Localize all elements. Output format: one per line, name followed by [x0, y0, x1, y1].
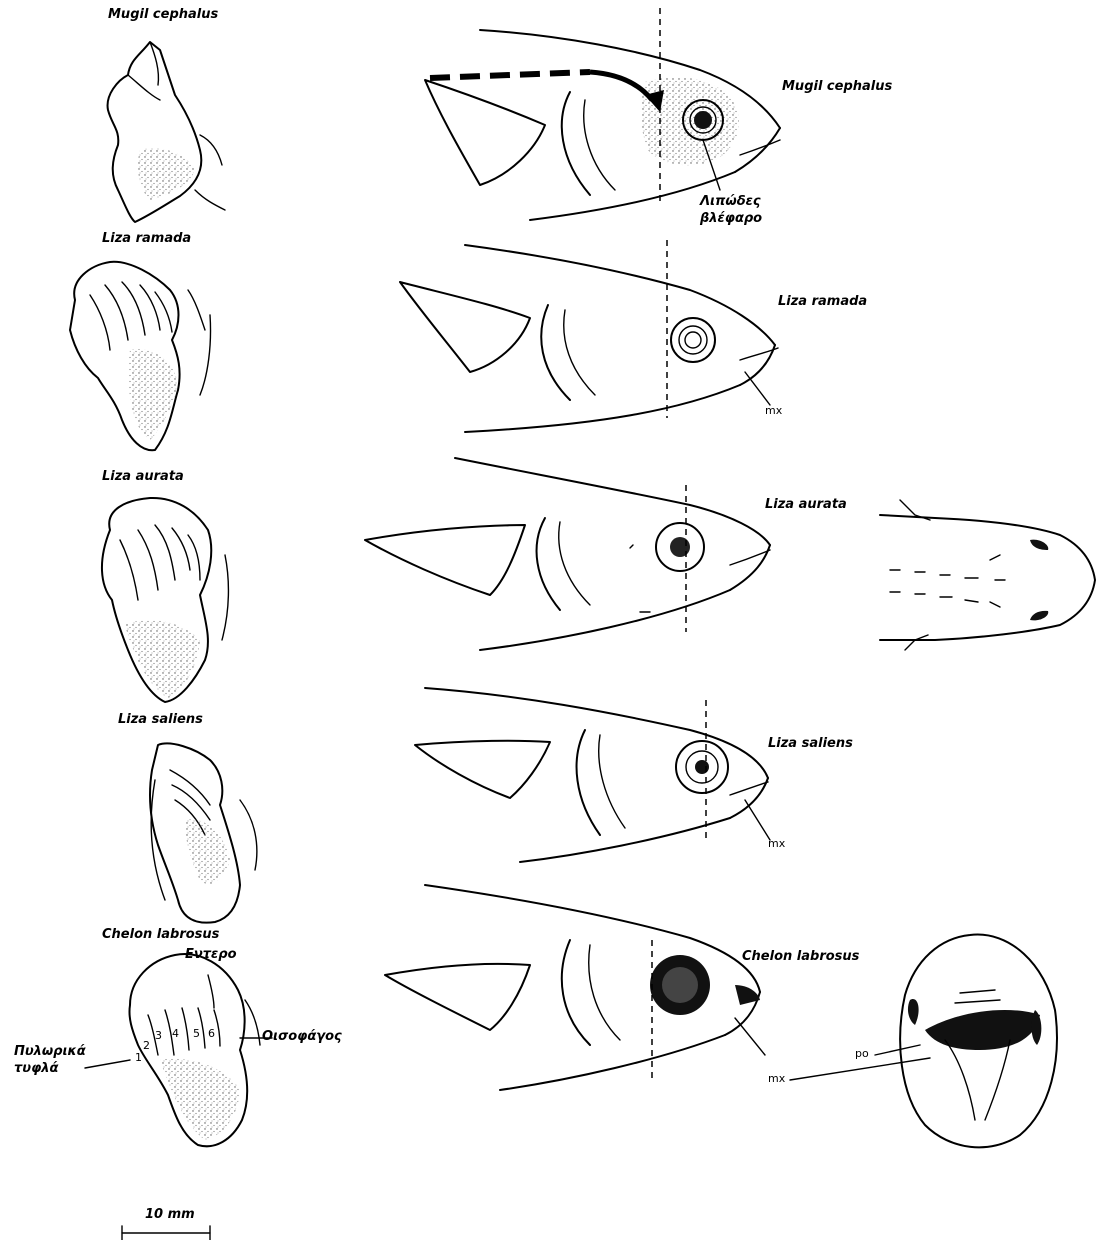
pyloric-caeca-label-line1: Πυλωρικά: [14, 1045, 86, 1060]
head-label-liza-ramada: Liza ramada: [778, 295, 867, 310]
head-dorsal-view-liza-aurata: [880, 500, 1095, 650]
caeca-number-3: 3: [155, 1030, 162, 1043]
po-label-chelon-labrosus: po: [855, 1048, 869, 1061]
maxilla-label-chelon-labrosus: mx: [768, 1073, 785, 1086]
stomach-drawing-liza-ramada: [70, 262, 211, 450]
caeca-number-1: 1: [135, 1052, 142, 1065]
oesophagus-label: Οισοφάγος: [262, 1030, 342, 1045]
stomach-drawing-liza-aurata: [102, 498, 229, 702]
pyloric-caeca-label-line2: τυφλά: [14, 1062, 58, 1077]
head-drawing-liza-ramada: [400, 240, 778, 432]
head-label-liza-aurata: Liza aurata: [765, 498, 847, 513]
head-drawing-liza-aurata: [365, 458, 770, 650]
intestine-label: Εντερο: [185, 948, 237, 963]
scale-bar-label: 10 mm: [145, 1208, 195, 1223]
adipose-eyelid-label-line1: Λιπώδες: [700, 195, 761, 210]
adipose-eyelid-label-line2: βλέφαρο: [700, 212, 762, 227]
scale-bar: [122, 1226, 210, 1240]
stomach-label-chelon-labrosus: Chelon labrosus: [102, 928, 219, 943]
head-drawing-mugil-cephalus: [425, 8, 780, 220]
caeca-number-4: 4: [172, 1028, 179, 1041]
head-label-mugil-cephalus: Mugil cephalus: [782, 80, 892, 95]
maxilla-label-liza-ramada: mx: [765, 405, 782, 418]
head-label-chelon-labrosus: Chelon labrosus: [742, 950, 859, 965]
stomach-label-liza-ramada: Liza ramada: [102, 232, 191, 247]
stomach-drawing-mugil-cephalus: [108, 42, 225, 222]
stomach-drawing-chelon-labrosus: [85, 954, 272, 1146]
caeca-number-5: 5: [193, 1028, 200, 1041]
stomach-label-liza-saliens: Liza saliens: [118, 713, 203, 728]
stomach-label-mugil-cephalus: Mugil cephalus: [108, 8, 218, 23]
head-drawing-chelon-labrosus: [385, 885, 765, 1090]
head-drawing-liza-saliens: [415, 688, 770, 862]
head-frontal-view-chelon-labrosus: [790, 935, 1057, 1148]
stomach-label-liza-aurata: Liza aurata: [102, 470, 184, 485]
caeca-number-6: 6: [208, 1028, 215, 1041]
caeca-number-2: 2: [143, 1040, 150, 1053]
maxilla-label-liza-saliens: mx: [768, 838, 785, 851]
head-label-liza-saliens: Liza saliens: [768, 737, 853, 752]
stomach-drawing-liza-saliens: [150, 743, 257, 922]
